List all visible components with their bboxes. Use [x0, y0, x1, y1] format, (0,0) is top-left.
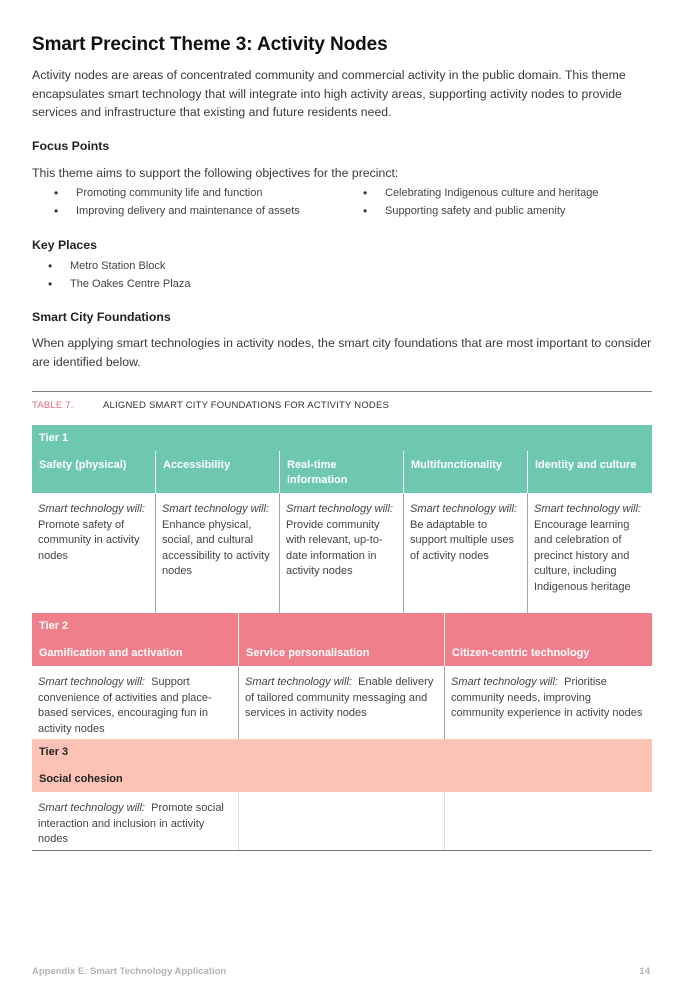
column-divider — [279, 451, 280, 493]
tier-1-body-cell: Smart technology will: Provide community… — [280, 493, 403, 580]
cell-text: Provide community with relevant, up-to-d… — [286, 518, 383, 578]
tier-3-header-band — [32, 765, 652, 792]
tier-2-body-cell: Smart technology will: Enable delivery o… — [239, 666, 444, 722]
cell-lead: Smart technology will: — [245, 676, 352, 688]
cell-lead: Smart technology will: — [451, 676, 558, 688]
cell-text: Be adaptable to support multiple uses of… — [410, 518, 514, 562]
tier-1-body-cell: Smart technology will: Be adaptable to s… — [404, 493, 527, 564]
list-item: Metro Station Block — [48, 258, 190, 276]
focus-points-lead: This theme aims to support the following… — [32, 166, 399, 180]
tier-2-header-cell: Citizen-centric technology — [452, 647, 590, 659]
smart-city-foundations-heading: Smart City Foundations — [32, 310, 171, 324]
column-divider — [238, 666, 239, 739]
tier-1-label: Tier 1 — [32, 425, 652, 451]
column-divider — [444, 613, 445, 639]
cell-lead: Smart technology will: — [162, 503, 269, 515]
foundations-paragraph: When applying smart technologies in acti… — [32, 336, 652, 369]
tier-1-header-cell: Multifunctionality — [411, 459, 503, 471]
cell-lead: Smart technology will: — [534, 503, 641, 515]
column-divider — [238, 792, 239, 851]
cell-lead: Smart technology will: — [410, 503, 517, 515]
intro-paragraph: Activity nodes are areas of concentrated… — [32, 68, 626, 119]
column-divider — [279, 493, 280, 613]
page-title: Smart Precinct Theme 3: Activity Nodes — [32, 34, 388, 55]
tier-2-header-cell: Service personalisation — [246, 647, 370, 659]
tier-3-body-cell: Smart technology will: Promote social in… — [32, 792, 238, 848]
cell-text: Encourage learning and celebration of pr… — [534, 518, 631, 593]
tier-2-body-cell: Smart technology will: Prioritise commun… — [445, 666, 652, 722]
cell-lead: Smart technology will: — [38, 503, 145, 515]
column-divider — [155, 451, 156, 493]
footer-section-title: Appendix E: Smart Technology Application — [32, 966, 227, 977]
column-divider — [238, 639, 239, 666]
focus-points-heading: Focus Points — [32, 139, 110, 153]
list-item: The Oakes Centre Plaza — [48, 276, 190, 294]
cell-text: Promote social interaction and inclusion… — [38, 802, 224, 846]
tier-1-header-band — [32, 451, 652, 493]
cell-lead: Smart technology will: — [286, 503, 393, 515]
tier-2-header-cell: Gamification and activation — [39, 647, 183, 659]
column-divider — [403, 493, 404, 613]
table-number: TABLE 7. — [32, 400, 74, 411]
list-item: Celebrating Indigenous culture and herit… — [363, 185, 598, 203]
cell-text: Enable delivery of tailored community me… — [245, 676, 434, 720]
table-caption: TABLE 7. ALIGNED SMART CITY FOUNDATIONS … — [32, 400, 389, 411]
cell-lead: Smart technology will: — [38, 802, 145, 814]
tier-2-body-cell: Smart technology will: Support convenien… — [32, 666, 238, 737]
table-title: ALIGNED SMART CITY FOUNDATIONS FOR ACTIV… — [103, 400, 390, 411]
tier-3-header-cell: Social cohesion — [39, 773, 123, 785]
tier-1-body-cell: Smart technology will: Promote safety of… — [32, 493, 155, 564]
focus-points-list-right: Celebrating Indigenous culture and herit… — [363, 185, 598, 220]
cell-text: Promote safety of community in activity … — [38, 518, 140, 562]
tier-1-header-cell: Accessibility — [163, 459, 231, 471]
column-divider — [444, 792, 445, 851]
list-item: Improving delivery and maintenance of as… — [54, 203, 300, 221]
tier-1-header-cell: Safety (physical) — [39, 459, 127, 471]
tier-2-label: Tier 2 — [32, 613, 652, 639]
table-top-rule — [32, 391, 652, 392]
focus-points-list-left: Promoting community life and function Im… — [54, 185, 300, 220]
cell-lead: Smart technology will: — [38, 676, 145, 688]
tier-1-header-cell: Real-time information — [287, 459, 348, 486]
key-places-heading: Key Places — [32, 238, 97, 252]
cell-text: Support convenience of activities and pl… — [38, 676, 212, 735]
tier-1-header-cell: Identity and culture — [535, 459, 637, 471]
tier-1-body-cell: Smart technology will: Encourage learnin… — [528, 493, 652, 596]
list-item: Supporting safety and public amenity — [363, 203, 598, 221]
table-bottom-rule — [32, 850, 652, 851]
column-divider — [155, 493, 156, 613]
column-divider — [403, 451, 404, 493]
cell-text: Prioritise community needs, improving co… — [451, 676, 643, 720]
column-divider — [527, 493, 528, 613]
list-item: Promoting community life and function — [54, 185, 300, 203]
column-divider — [527, 451, 528, 493]
tier-3-label: Tier 3 — [32, 739, 652, 765]
column-divider — [238, 613, 239, 639]
cell-text: Enhance physical, social, and cultural a… — [162, 518, 270, 578]
tier-2-header-band — [32, 639, 652, 666]
key-places-list: Metro Station Block The Oakes Centre Pla… — [48, 258, 190, 293]
column-divider — [444, 666, 445, 739]
column-divider — [444, 639, 445, 666]
page-number: 14 — [639, 966, 650, 977]
tier-1-body-cell: Smart technology will: Enhance physical,… — [156, 493, 279, 580]
